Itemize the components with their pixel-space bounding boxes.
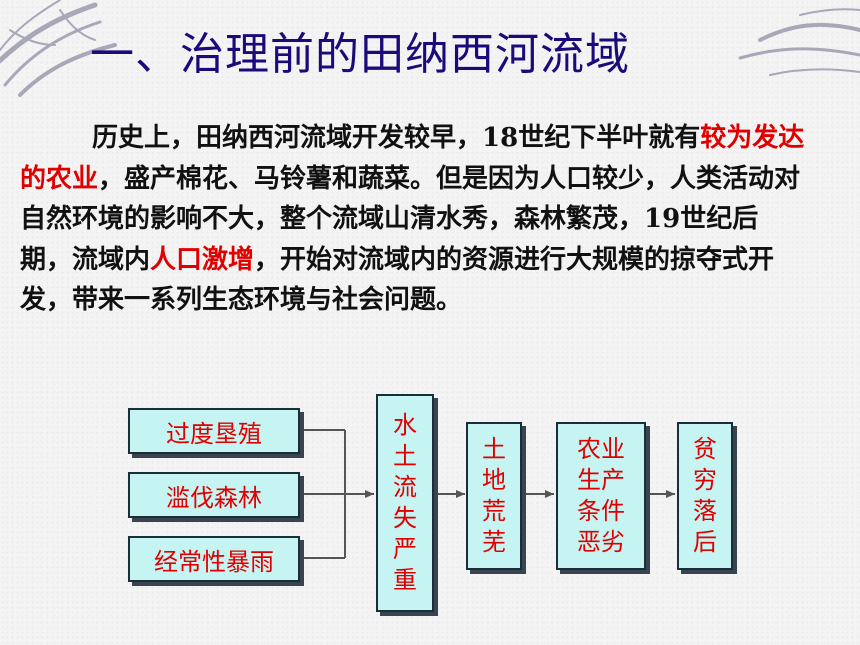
cause-effect-flowchart: 过度垦殖 滥伐森林 经常性暴雨 水土流失严重 土地荒芜 农业生产条件恶劣 贫穷落…: [0, 380, 860, 645]
slide-title: 一、治理前的田纳西河流域: [90, 29, 630, 80]
box-text-line: 条件: [577, 497, 625, 525]
box-text-line: 土: [482, 435, 506, 463]
paragraph-text: 历史上，田纳西河流域开发较早，: [92, 123, 483, 153]
box-text-line: 重: [393, 566, 417, 594]
cause-box: 过度垦殖: [128, 408, 300, 454]
paragraph-number: 19: [644, 204, 681, 234]
box-text-line: 生产: [577, 466, 625, 494]
box-text-line: 土: [393, 442, 417, 470]
effect-box-soil-erosion: 水土流失严重: [376, 394, 434, 612]
box-text-line: 后: [693, 528, 717, 556]
paragraph-number: 18: [482, 123, 519, 153]
paragraph-text: 世纪后期，流域内: [20, 204, 759, 275]
box-text-line: 严: [393, 535, 417, 563]
box-text-line: 流: [393, 473, 417, 501]
box-text-line: 穷: [693, 466, 717, 494]
cause-box: 经常性暴雨: [128, 536, 300, 582]
paragraph-text: ，盛产棉花、马铃薯和蔬菜。但是因为人口较少，人类活动对自然环境的影响不大，整个流…: [20, 163, 801, 235]
box-text-line: 落: [693, 497, 717, 525]
flow-connectors: [300, 429, 675, 559]
effect-box-land-barren: 土地荒芜: [466, 422, 522, 570]
box-text-line: 贫: [693, 435, 717, 463]
cause-box: 滥伐森林: [128, 472, 300, 518]
box-text-line: 农业: [577, 435, 625, 463]
box-text-line: 地: [482, 466, 506, 494]
box-text-line: 芜: [482, 528, 506, 556]
highlight-developed-agriculture: 较为发达的农业: [20, 123, 805, 194]
swirl-decoration: [0, 0, 860, 97]
paragraph-text: 世纪下半叶就有: [518, 123, 701, 153]
box-text-line: 荒: [482, 497, 506, 525]
effect-box-poverty: 贫穷落后: [677, 422, 733, 570]
box-text-line: 水: [393, 411, 417, 439]
effect-box-poor-farming: 农业生产条件恶劣: [556, 422, 646, 570]
box-text-line: 恶劣: [577, 528, 625, 556]
highlight-population-surge: 人口激增: [150, 244, 255, 275]
paragraph-text: ，开始对流域内的资源进行大规模的掠夺式开发，带来一系列生态环境与社会问题。: [20, 244, 775, 316]
body-paragraph: 历史上，田纳西河流域开发较早，18世纪下半叶就有较为发达的农业，盛产棉花、马铃薯…: [20, 118, 810, 321]
box-text-line: 失: [393, 504, 417, 532]
